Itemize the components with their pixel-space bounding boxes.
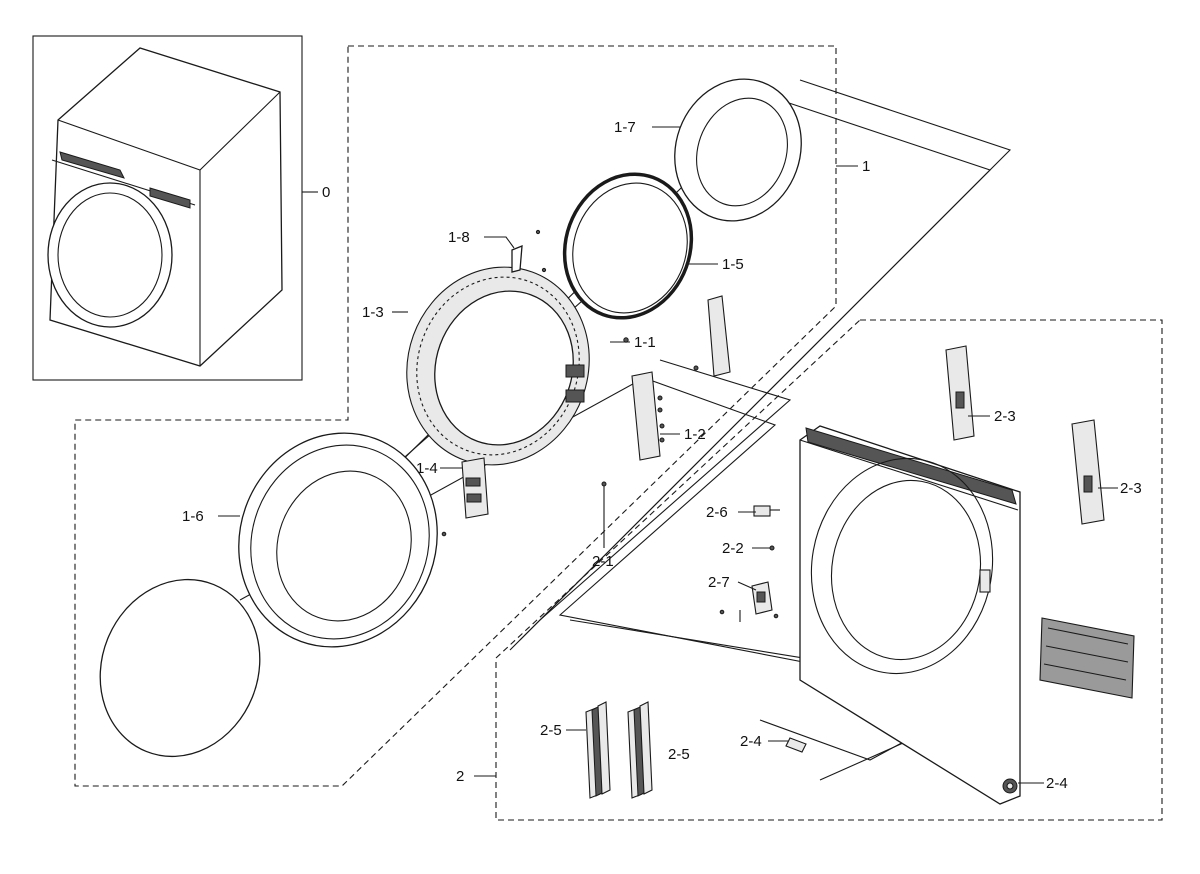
callout-1-2: 1-2 xyxy=(684,426,706,443)
front-panel-outline xyxy=(495,319,1163,821)
door-assembly-outline xyxy=(74,45,837,787)
part-2-5-strip-a xyxy=(585,701,611,799)
part-2-1-screw xyxy=(601,481,607,487)
part-1-5-door-gasket xyxy=(562,172,694,320)
grille-panel xyxy=(1039,617,1135,699)
callout-1-6: 1-6 xyxy=(182,508,204,525)
callout-2-7: 2-7 xyxy=(708,574,730,591)
callout-1-4: 1-4 xyxy=(416,460,438,477)
callout-2: 2 xyxy=(456,768,464,785)
callout-2-5b: 2-5 xyxy=(668,746,690,763)
part-1-8-clip xyxy=(511,229,547,273)
front-panel xyxy=(799,425,1021,805)
part-2-7-latch-plate xyxy=(719,581,779,622)
callout-1-5: 1-5 xyxy=(722,256,744,273)
callout-2-4a: 2-4 xyxy=(740,733,762,750)
door-glass-disc xyxy=(99,578,261,758)
leader-1-8 xyxy=(484,236,515,249)
part-2-4-clip-b xyxy=(1002,778,1018,794)
callout-2-1: 2-1 xyxy=(592,553,614,570)
part-2-3-bracket-lower xyxy=(1071,419,1105,525)
leader-2-7 xyxy=(737,581,757,591)
callout-1-7: 1-7 xyxy=(614,119,636,136)
callout-2-5a: 2-5 xyxy=(540,722,562,739)
part-1-7-door-cover xyxy=(674,78,802,222)
part-1-4-hinge xyxy=(441,457,489,537)
callout-0: 0 xyxy=(322,184,330,201)
callout-1-1: 1-1 xyxy=(634,334,656,351)
upper-bracket xyxy=(707,295,731,377)
part-2-6-connector xyxy=(753,505,780,517)
callout-1-8: 1-8 xyxy=(448,229,470,246)
part-1-2-hinge-bracket xyxy=(631,365,699,461)
part-2-3-bracket-upper xyxy=(945,345,975,441)
callout-2-6: 2-6 xyxy=(706,504,728,521)
part-2-2-screw xyxy=(769,545,775,551)
part-1-3-door-frame xyxy=(406,266,590,466)
overview-box xyxy=(32,35,303,381)
part-2-4-clip-a xyxy=(785,737,807,753)
callout-1-3: 1-3 xyxy=(362,304,384,321)
callout-2-3b: 2-3 xyxy=(1120,480,1142,497)
callout-1: 1 xyxy=(862,158,870,175)
assembled-unit-drawing xyxy=(47,47,283,367)
part-2-5-strip-b xyxy=(627,701,653,799)
part-1-6-door-glass-ring xyxy=(238,432,438,648)
callout-2-4b: 2-4 xyxy=(1046,775,1068,792)
callout-2-3a: 2-3 xyxy=(994,408,1016,425)
callout-2-2: 2-2 xyxy=(722,540,744,557)
